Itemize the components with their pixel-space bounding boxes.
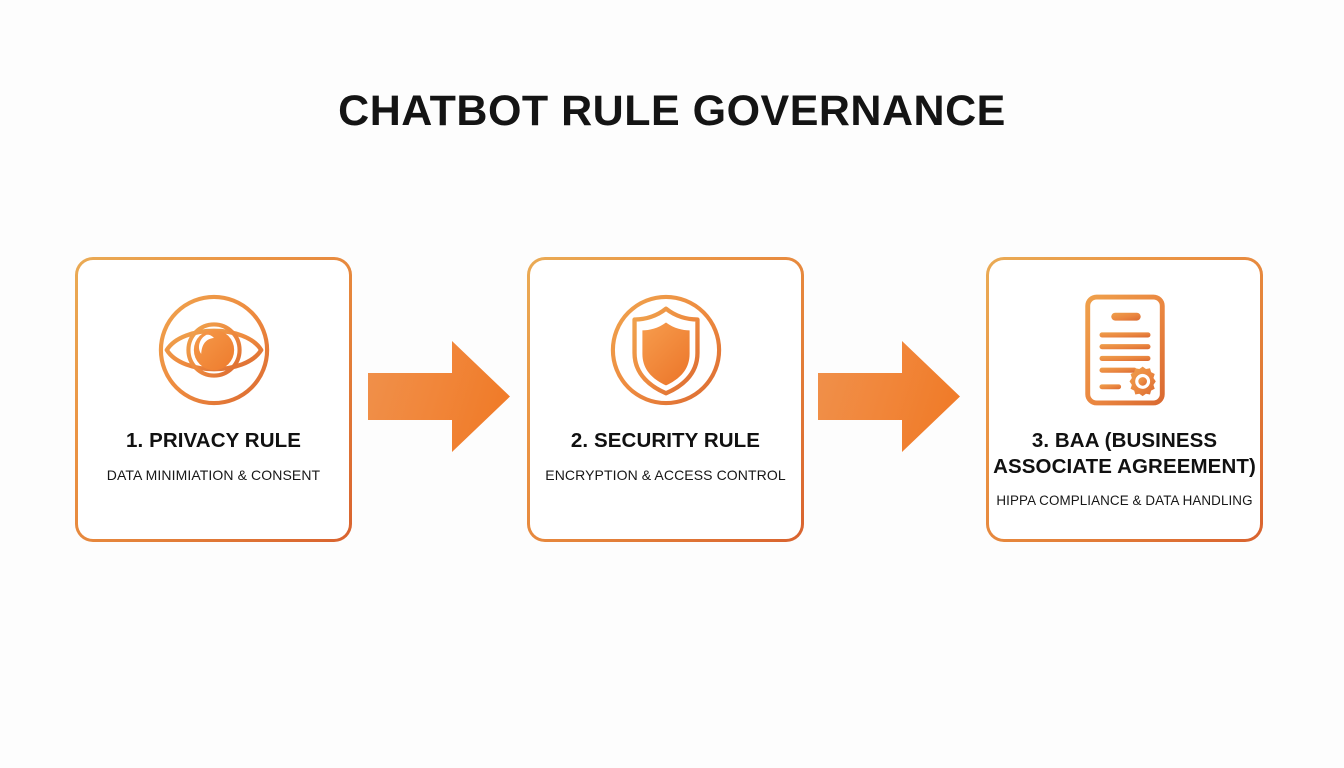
card-text-block: 1. PRIVACY RULE DATA MINIMIATION & CONSE… [72, 428, 355, 485]
shield-icon [607, 291, 725, 414]
card-baa[interactable]: 3. BAA (BUSINESS ASSOCIATE AGREEMENT) HI… [986, 257, 1263, 542]
page-title: CHATBOT RULE GOVERNANCE [338, 87, 1006, 135]
arrow-right-icon-2 [818, 340, 960, 453]
card-text-block: 3. BAA (BUSINESS ASSOCIATE AGREEMENT) HI… [983, 428, 1266, 510]
card-subtitle: ENCRYPTION & ACCESS CONTROL [545, 467, 786, 484]
card-title: 2. SECURITY RULE [570, 429, 761, 452]
card-security-rule[interactable]: 2. SECURITY RULE ENCRYPTION & ACCESS CON… [527, 257, 804, 542]
card-text-block: 2. SECURITY RULE ENCRYPTION & ACCESS CON… [524, 428, 807, 485]
card-title: 1. PRIVACY RULE [125, 429, 302, 452]
eye-icon [155, 291, 273, 414]
arrow-right-icon-1 [368, 340, 510, 453]
card-icon-container [530, 292, 801, 412]
card-icon-container [78, 292, 349, 412]
certificate-document-icon [1074, 291, 1176, 414]
card-subtitle: DATA MINIMIATION & CONSENT [106, 467, 321, 484]
card-privacy-rule[interactable]: 1. PRIVACY RULE DATA MINIMIATION & CONSE… [75, 257, 352, 542]
governance-flow: 1. PRIVACY RULE DATA MINIMIATION & CONSE… [75, 257, 1267, 543]
card-icon-container [989, 292, 1260, 412]
card-title: 3. BAA (BUSINESS ASSOCIATE AGREEMENT) [993, 429, 1256, 479]
card-subtitle: HIPPA COMPLIANCE & DATA HANDLING [996, 493, 1253, 509]
